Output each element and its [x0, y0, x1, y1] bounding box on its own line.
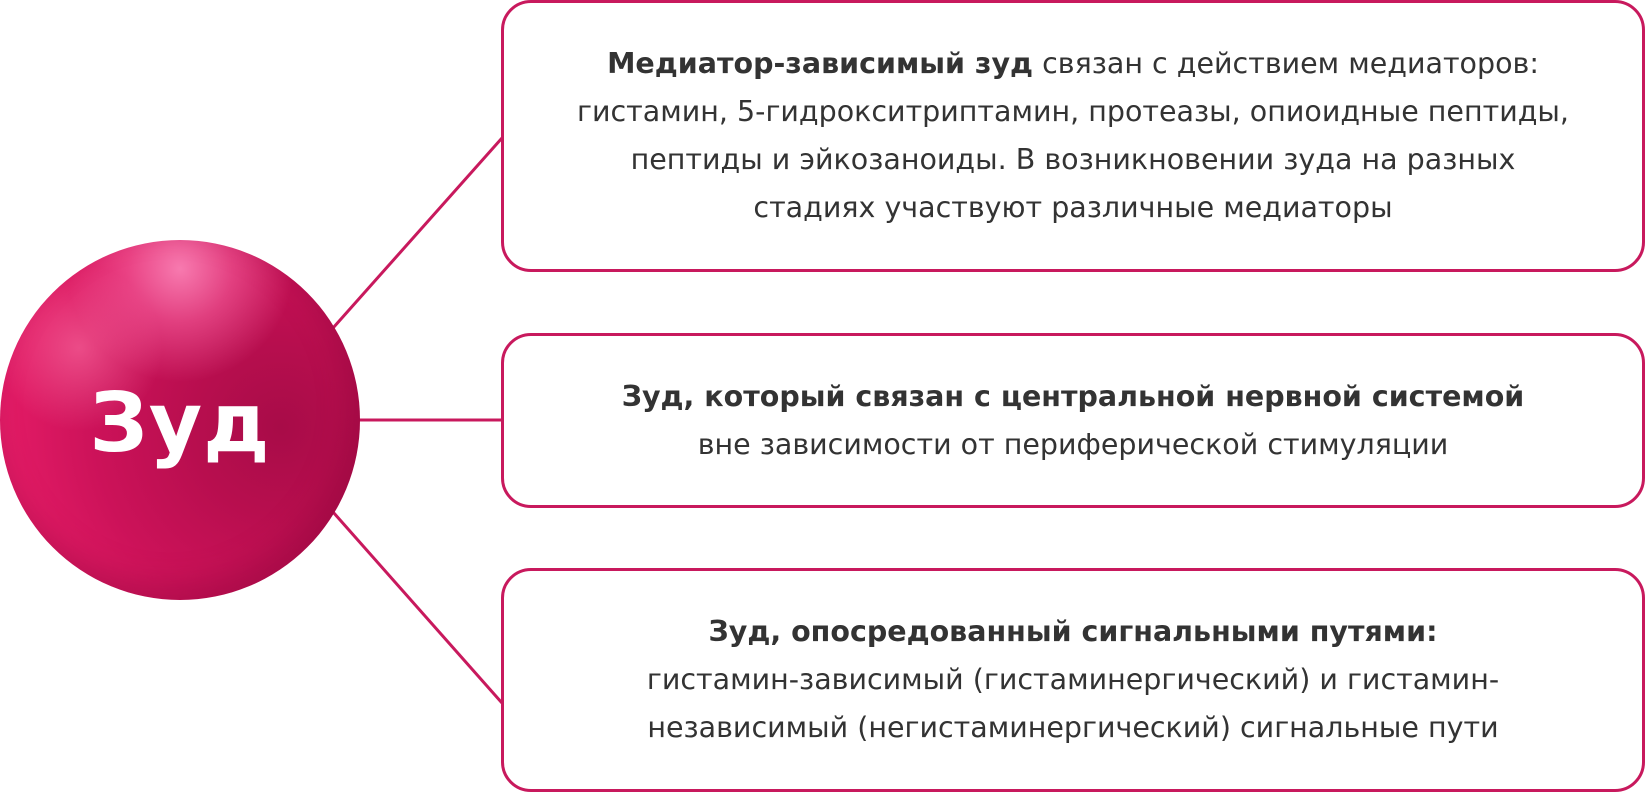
- branch-text: Медиатор-зависимый зуд связан с действие…: [504, 40, 1642, 232]
- center-sphere: Зуд: [0, 240, 360, 600]
- branch-text: Зуд, опосредованный сигнальными путями: …: [504, 608, 1642, 752]
- branch-box-cns: Зуд, который связан с центральной нервно…: [501, 333, 1645, 508]
- branch-description: связан с действием медиаторов: гистамин,…: [577, 47, 1569, 224]
- center-label: Зуд: [89, 375, 271, 471]
- connector-line-top: [331, 137, 504, 329]
- branch-box-signaling: Зуд, опосредованный сигнальными путями: …: [501, 568, 1645, 792]
- branch-title: Зуд, который связан с центральной нервно…: [621, 379, 1525, 413]
- branch-description: вне зависимости от периферической стимул…: [697, 427, 1449, 461]
- branch-text: Зуд, который связан с центральной нервно…: [562, 373, 1585, 469]
- branch-description: гистамин-зависимый (гистаминергический) …: [646, 663, 1500, 744]
- connector-line-bottom: [331, 511, 504, 704]
- branch-title: Медиатор-зависимый зуд: [607, 47, 1034, 80]
- branch-title: Зуд, опосредованный сигнальными путями:: [708, 615, 1438, 648]
- branch-box-mediator: Медиатор-зависимый зуд связан с действие…: [501, 0, 1645, 272]
